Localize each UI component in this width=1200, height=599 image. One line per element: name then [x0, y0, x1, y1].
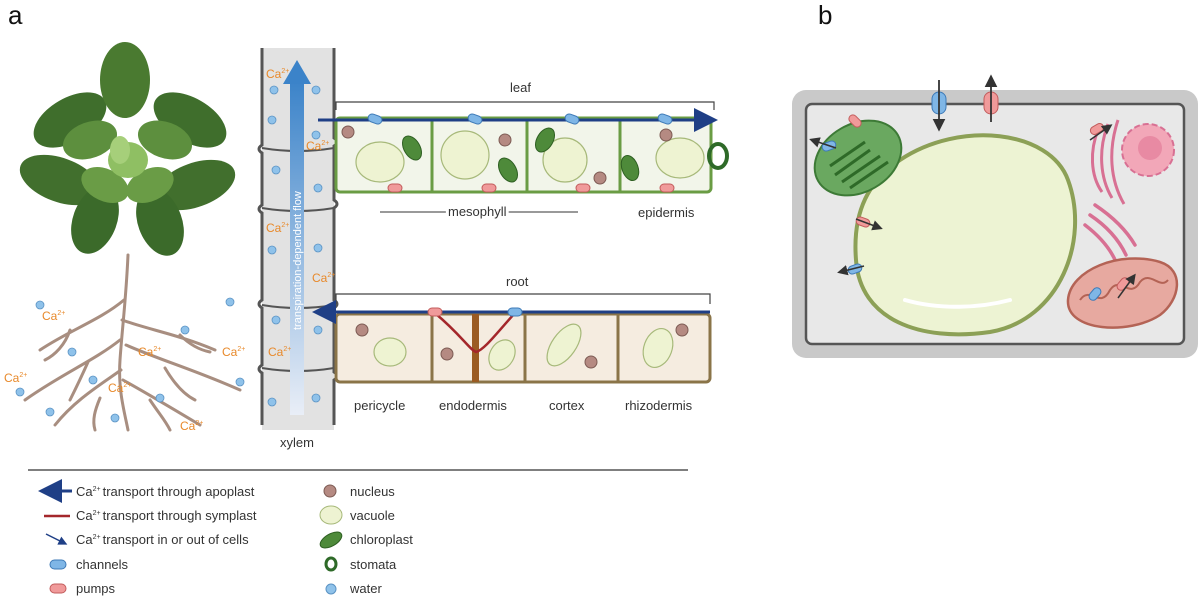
- svg-text:Ca2+: Ca2+: [266, 67, 289, 81]
- legend-nucleus-icon: [323, 484, 337, 498]
- svg-text:Ca2+: Ca2+: [268, 345, 291, 359]
- casparian-strip: [472, 314, 479, 382]
- panel-letter-b: b: [818, 0, 832, 30]
- legend-symplast: Ca2+transport through symplast: [76, 508, 257, 523]
- ca-ion-label: Ca2+: [108, 381, 131, 395]
- roots: [23, 253, 242, 432]
- legend-stomata: stomata: [350, 557, 397, 572]
- ca-ion-label: Ca2+: [138, 345, 161, 359]
- legend-chloroplast: chloroplast: [350, 532, 413, 547]
- root-nuclei: [355, 323, 689, 369]
- xylem-calcium-ions: Ca2+ Ca2+ Ca2+ Ca2+ Ca2+: [266, 67, 335, 359]
- legend-chloroplast-icon: [319, 531, 343, 549]
- svg-text:Ca2+: Ca2+: [266, 221, 289, 235]
- leaf-tissue: leaf: [318, 80, 729, 222]
- ca-ion-label: Ca2+: [42, 309, 65, 323]
- ca-ion-label: Ca2+: [222, 345, 245, 359]
- pericycle-label: pericycle: [354, 398, 405, 413]
- legend-pump-icon: [49, 583, 67, 594]
- legend-pumps: pumps: [76, 581, 116, 596]
- ca-ion-label: Ca2+: [4, 371, 27, 385]
- legend: Ca2+transport through apoplast Ca2+trans…: [38, 479, 413, 596]
- ca-ion-label: Ca2+: [180, 419, 203, 433]
- leaf-vacuoles: [355, 130, 705, 183]
- root-vacuoles: [373, 323, 674, 371]
- transpiration-flow-label: transpiration-dependent flow: [292, 191, 304, 330]
- legend-vacuole: vacuole: [350, 508, 395, 523]
- plant-cell-diagram: [792, 74, 1198, 358]
- legend-water: water: [349, 581, 382, 596]
- root-channel: [507, 307, 523, 317]
- root-water-molecules: [15, 297, 245, 423]
- legend-apoplast: Ca2+transport through apoplast: [76, 484, 255, 499]
- xylem-water-molecules: [267, 85, 323, 407]
- mesophyll-label: mesophyll: [448, 204, 507, 219]
- xylem-label: xylem: [280, 435, 314, 450]
- cell-nucleus-er: [1090, 119, 1175, 205]
- root-calcium-ions: Ca2+ Ca2+ Ca2+ Ca2+ Ca2+ Ca2+: [4, 309, 245, 433]
- legend-inout: Ca2+transport in or out of cells: [76, 532, 249, 547]
- leaf-nuclei: [341, 125, 673, 185]
- leaf-rosette: [19, 42, 236, 256]
- svg-text:Ca2+: Ca2+: [312, 271, 335, 285]
- root-label: root: [506, 274, 529, 289]
- stomata-icon: [707, 142, 729, 170]
- legend-nucleus: nucleus: [350, 484, 395, 499]
- rhizodermis-label: rhizodermis: [625, 398, 693, 413]
- endodermis-label: endodermis: [439, 398, 507, 413]
- legend-channels: channels: [76, 557, 129, 572]
- cell-chloroplast: [813, 119, 903, 197]
- root-tissue: root pericycle endodermis cortex rhizode…: [312, 274, 712, 413]
- epidermis-label: epidermis: [638, 205, 695, 220]
- legend-vacuole-icon: [319, 505, 343, 525]
- root-symplast-path: [435, 313, 515, 354]
- root-pump: [427, 307, 443, 317]
- legend-inout-icon: [45, 533, 68, 545]
- legend-channel-icon: [49, 559, 67, 570]
- plant-illustration: Ca2+ Ca2+ Ca2+ Ca2+ Ca2+ Ca2+: [4, 42, 245, 433]
- xylem-vessel: transpiration-dependent flow Ca2+ Ca2+ C…: [257, 48, 339, 450]
- legend-stomata-icon: [324, 556, 338, 572]
- legend-water-icon: [325, 583, 337, 595]
- leaf-channels: [367, 113, 673, 125]
- central-vacuole: [853, 133, 1078, 337]
- panel-letter-a: a: [8, 0, 23, 30]
- leaf-label: leaf: [510, 80, 531, 95]
- cell-golgi: [1083, 203, 1137, 264]
- svg-text:Ca2+: Ca2+: [306, 139, 329, 153]
- leaf-chloroplasts: [402, 127, 640, 183]
- leaf-pumps: [387, 183, 675, 193]
- cortex-label: cortex: [549, 398, 585, 413]
- cell-transporters: [809, 74, 1136, 301]
